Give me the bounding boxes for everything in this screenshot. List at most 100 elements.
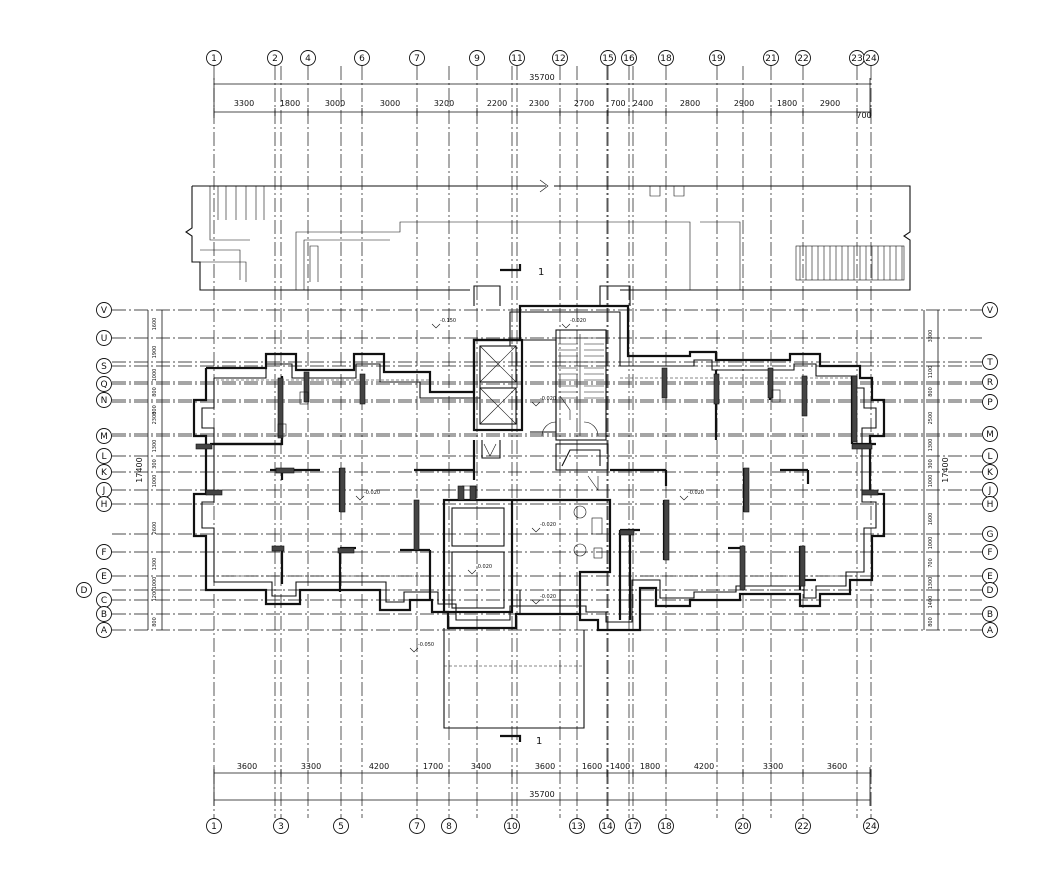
right-dim-5: 300 [928,459,934,469]
axis-bubble-right-V: V [982,302,998,318]
bottom-dim-6: 1600 [582,762,602,771]
top-dim-0: 3300 [234,99,254,108]
axis-bubble-bottom-1-label: 1 [211,822,217,832]
axis-bubble-left-U-label: U [101,334,108,344]
horizontal-grid-lines [112,309,982,631]
section-cut-label-bottom: 1 [536,736,542,747]
axis-bubble-left-Q: Q [96,376,112,392]
left-dim-11: 1000 [152,577,158,590]
elevation-mark-7: -0.050 [418,642,434,648]
bottom-dim-8: 1800 [640,762,660,771]
axis-bubble-right-M-label: M [986,430,994,440]
axis-bubble-top-9-label: 9 [474,54,480,64]
right-dim-3: 2500 [928,412,934,425]
top-dim-7: 2700 [574,99,594,108]
right-dim-0: 3300 [928,330,934,343]
axis-bubble-top-1: 1 [206,50,222,66]
axis-bubble-bottom-1: 1 [206,818,222,834]
axis-bubble-top-4-label: 4 [305,54,311,64]
elevation-mark-3: -0.020 [364,490,380,496]
axis-bubble-left-A-label: A [101,626,108,636]
left-dim-5: 2300 [152,412,158,425]
fixtures [277,389,781,559]
axis-bubble-right-L-label: L [987,452,992,462]
axis-bubble-left-N-label: N [101,396,108,406]
top-dim-2: 3000 [325,99,345,108]
axis-bubble-top-7-label: 7 [414,54,420,64]
axis-bubble-right-P: P [982,394,998,410]
axis-bubble-left-J: J [96,482,112,498]
axis-bubble-top-18-label: 18 [660,54,672,64]
top-dim-13: 2900 [820,99,840,108]
top-dim-9: 2400 [633,99,653,108]
axis-bubble-right-R-label: R [987,378,993,388]
axis-bubble-top-6-label: 6 [359,54,365,64]
axis-bubble-right-J: J [982,482,998,498]
axis-bubble-bottom-10-label: 10 [506,822,518,832]
axis-bubble-left-Q-label: Q [100,380,107,390]
axis-bubble-top-15: 15 [600,50,616,66]
top-dim-12: 1800 [777,99,797,108]
vertical-grid-lines [213,66,872,818]
left-dim-0: 1600 [152,318,158,331]
axis-bubble-top-7: 7 [409,50,425,66]
axis-bubble-bottom-5: 5 [333,818,349,834]
left-dim-3: 800 [152,387,158,397]
axis-bubble-left-F-label: F [101,548,106,558]
axis-bubble-top-9: 9 [469,50,485,66]
axis-bubble-top-2-label: 2 [272,54,278,64]
axis-bubble-left-L: L [96,448,112,464]
axis-bubble-top-4: 4 [300,50,316,66]
axis-bubble-bottom-17: 17 [625,818,641,834]
right-dim-9: 700 [928,558,934,568]
axis-bubble-bottom-14-label: 14 [601,822,613,832]
axis-bubble-left-C-label: C [101,596,107,606]
axis-bubble-right-L: L [982,448,998,464]
axis-bubble-bottom-18: 18 [658,818,674,834]
axis-bubble-left-S: S [96,358,112,374]
axis-bubble-right-H-label: H [987,500,994,510]
left-dim-1: 1900 [152,346,158,359]
elevation-mark-8: -0.020 [540,594,556,600]
axis-bubble-bottom-22-label: 22 [797,822,808,832]
axis-bubble-left-S-label: S [101,362,107,372]
axis-bubble-bottom-7-label: 7 [414,822,420,832]
bottom-dim-9: 4200 [694,762,714,771]
axis-bubble-left-E: E [96,568,112,584]
elevation-marks: -0.150-0.020-0.020-0.020-0.020-0.020-0.0… [355,318,704,653]
axis-bubble-left-V: V [96,302,112,318]
axis-bubble-bottom-5-label: 5 [338,822,344,832]
axis-bubble-top-12-label: 12 [554,54,565,64]
axis-bubble-bottom-20: 20 [735,818,751,834]
right-dim-11: 1400 [928,596,934,609]
axis-bubble-right-D-label: D [987,586,994,596]
axis-bubble-bottom-8-label: 8 [446,822,452,832]
axis-bubble-left-M-label: M [100,432,108,442]
top-dim-5: 2200 [487,99,507,108]
axis-bubble-top-11-label: 11 [511,54,522,64]
axis-bubble-top-23: 23 [849,50,865,66]
right-overall-dimension: 17400 [941,457,950,482]
axis-bubble-left-K-label: K [101,468,108,478]
bottom-dim-7: 1400 [610,762,630,771]
right-dim-4: 1300 [928,439,934,452]
axis-bubble-right-T-label: T [986,358,993,368]
top-dim-4: 3200 [434,99,454,108]
top-dim-6: 2300 [529,99,549,108]
axis-bubble-bottom-18-label: 18 [660,822,672,832]
axis-bubble-right-M: M [982,426,998,442]
axis-bubble-right-H: H [982,496,998,512]
axis-bubble-right-F: F [982,544,998,560]
axis-bubble-right-J-label: J [988,486,992,496]
axis-bubble-right-F-label: F [987,548,992,558]
right-dim-7: 1600 [928,513,934,526]
axis-bubble-left-D-label: D [81,586,88,596]
axis-bubble-bottom-13: 13 [569,818,585,834]
top-dim-11: 2900 [734,99,754,108]
left-dim-2: 1000 [152,369,158,382]
axis-bubble-top-19: 19 [709,50,725,66]
axis-bubble-right-B-label: B [987,610,993,620]
axis-bubble-top-2: 2 [267,50,283,66]
top-dim-3: 3000 [380,99,400,108]
